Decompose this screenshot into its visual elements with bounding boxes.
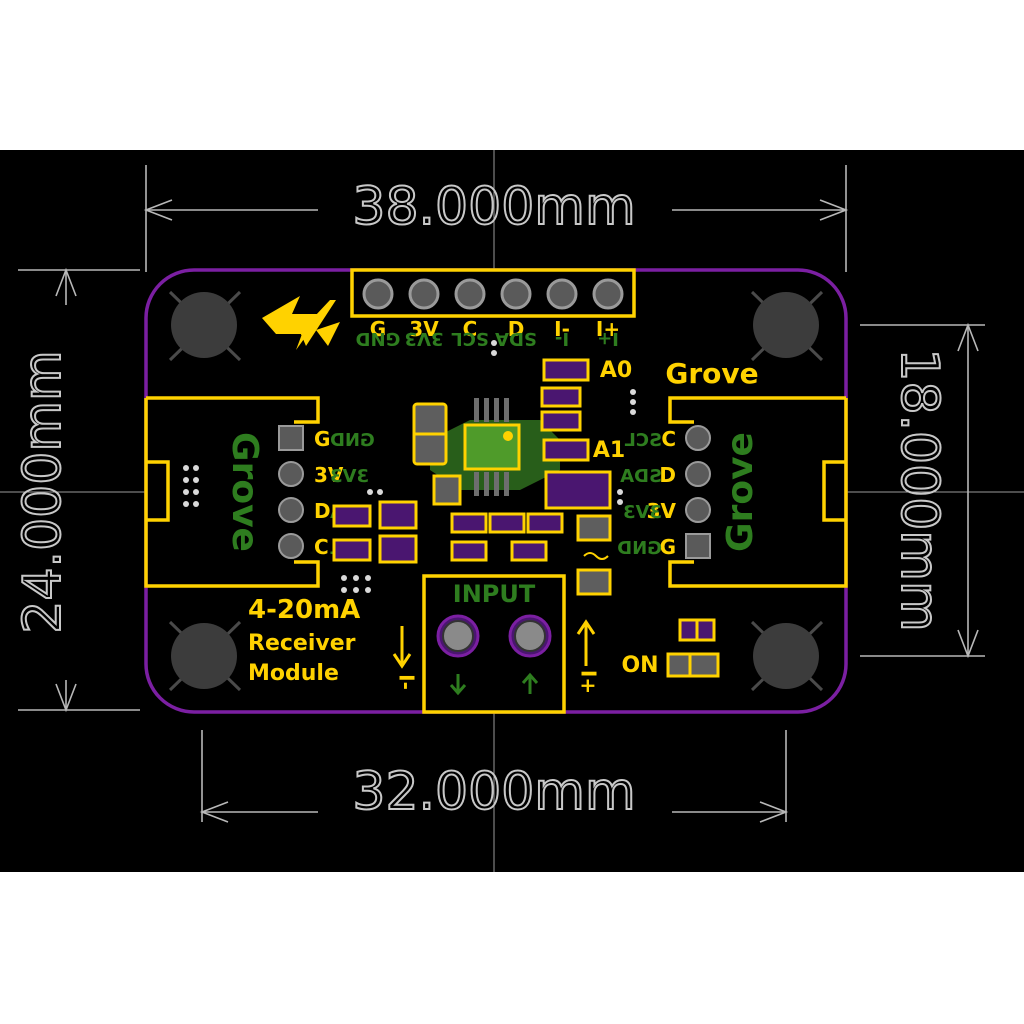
left-grove-label: Grove (224, 432, 265, 552)
dimension-right: 18.000mm (860, 322, 985, 659)
dimension-right-label: 18.000mm (889, 348, 949, 631)
terminal-plus-label: I+ (577, 670, 601, 694)
arrow-down-icon (449, 674, 467, 696)
header-pin-mirror-label: I+ (597, 328, 619, 349)
mounting-hole-top-left (168, 290, 242, 362)
grove-pin-label: D (314, 499, 331, 523)
header-pin (454, 278, 486, 310)
header-pin-label: I- (554, 317, 570, 341)
header-pin-mirror-label: I- (555, 328, 569, 349)
header-pin-mirror-label: GND (356, 328, 401, 349)
header-pin (500, 278, 532, 310)
terminal-input-label: INPUT (453, 580, 536, 608)
header-pin (362, 278, 394, 310)
grove-pin-mirror-label: SCL (624, 430, 662, 451)
dimension-bottom: 32.000mm (199, 730, 789, 823)
current-in-arrow-icon (576, 619, 596, 666)
module-title-line-3: Module (248, 661, 339, 686)
module-title-line-1: 4-20mA (248, 595, 360, 625)
header-pin-label: 3V (409, 317, 439, 341)
header-pin-mirror-label: SCL (451, 328, 489, 349)
header-pin (408, 278, 440, 310)
dimension-bottom-label: 32.000mm (352, 762, 635, 822)
header-pin-mirror-label: SDA (495, 328, 537, 349)
dimension-left: 24.000mm (12, 267, 140, 713)
power-led: ON (621, 618, 720, 678)
right-grove-label: Grove (720, 432, 761, 552)
dimension-left-label: 24.000mm (13, 350, 73, 633)
grove-pin-label: C (314, 535, 329, 559)
header-pin-label: G (370, 317, 386, 341)
grove-pin (685, 461, 711, 487)
header-pin (592, 278, 624, 310)
grove-pin (685, 425, 711, 451)
current-out-arrow-icon (392, 626, 412, 669)
grove-pin (685, 533, 711, 559)
grove-pin (278, 497, 304, 523)
right-grove-title: Grove (665, 357, 758, 390)
header-pin (546, 278, 578, 310)
grove-pin-mirror-label: GND (330, 430, 375, 451)
mounting-hole-bottom-right (750, 620, 824, 692)
grove-pin (685, 497, 711, 523)
center-components: A0 A1 (183, 340, 636, 596)
header-pin-mirror-label: 3V3 (405, 328, 444, 349)
module-title-line-2: Receiver (248, 631, 356, 656)
mounting-hole-bottom-left (168, 620, 242, 692)
ic-chip (463, 423, 521, 471)
grove-pin (278, 461, 304, 487)
grove-pin-mirror-label: SDA (620, 466, 662, 487)
grove-pin-mirror-label: 3V3 (330, 466, 369, 487)
header-pin-label: D (508, 317, 525, 341)
terminal-minus-label: I- (395, 674, 419, 690)
grove-pin-mirror-label: GND (617, 538, 662, 559)
arrow-up-icon (521, 672, 539, 694)
header-pin-label: C (463, 317, 478, 341)
addr-a1-label: A1 (593, 438, 625, 463)
grove-pin-label: G (660, 535, 676, 559)
grove-pin-label: G (314, 427, 330, 451)
grove-pin-label: D (659, 463, 676, 487)
mounting-hole-top-right (750, 290, 824, 362)
grove-pin-label: 3V (647, 499, 677, 523)
addr-a0-label: A0 (600, 358, 632, 383)
mounting-holes (168, 290, 824, 692)
grove-pin-label: 3V (314, 463, 344, 487)
power-on-label: ON (621, 653, 658, 678)
header-pin-label: I+ (596, 317, 620, 341)
grove-pin-label: C (661, 427, 676, 451)
module-title: 4-20mA Receiver Module (248, 595, 360, 686)
grove-pin (278, 425, 304, 451)
logo-icon (262, 296, 340, 350)
dimension-top-label: 38.000mm (352, 177, 635, 237)
terminal-block: INPUT I- I+ (392, 574, 601, 714)
grove-pin (278, 533, 304, 559)
dimension-top: 38.000mm (143, 165, 849, 272)
grove-pin-mirror-label: 3V3 (623, 502, 662, 523)
